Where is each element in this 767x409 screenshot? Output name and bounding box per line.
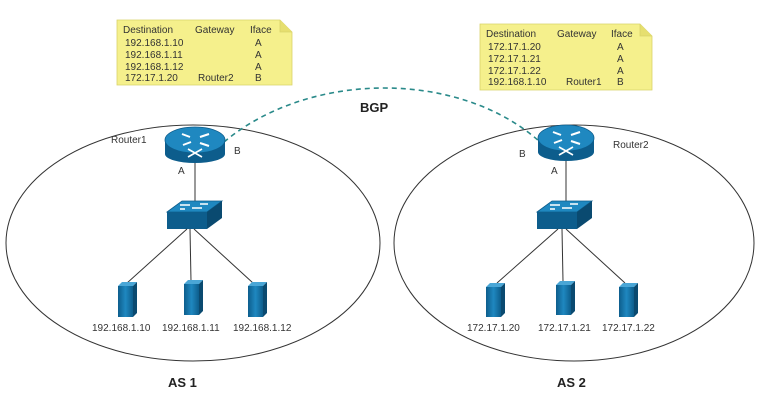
bgp-link	[223, 87, 541, 143]
as1-rt-header-iface: Iface	[250, 25, 272, 36]
router2-iface-a: A	[551, 166, 558, 177]
as2-rt-header-gateway: Gateway	[557, 29, 596, 40]
as1-rt-row3-destination: 192.168.1.12	[125, 62, 184, 73]
as2-rt-row2-iface: A	[617, 54, 624, 65]
as2-label: AS 2	[557, 375, 586, 390]
as2-host2-ip: 172.17.1.21	[538, 323, 591, 334]
as1-routing-table: Destination Gateway Iface 192.168.1.10 A…	[116, 19, 293, 86]
host-server-icon	[248, 282, 267, 317]
as1-rt-row1-destination: 192.168.1.10	[125, 38, 184, 49]
as2-host1-ip: 172.17.1.20	[467, 323, 520, 334]
router2-name: Router2	[613, 140, 649, 151]
as1-rt-row3-iface: A	[255, 62, 262, 73]
as2-boundary	[393, 124, 755, 362]
host-server-icon	[486, 283, 505, 317]
host-server-icon	[184, 280, 203, 315]
router1-iface-b: B	[234, 146, 241, 157]
switch2-icon	[535, 200, 594, 229]
as1-rt-row4-iface: B	[255, 73, 262, 84]
as1-label: AS 1	[168, 375, 197, 390]
as1-rt-row2-iface: A	[255, 50, 262, 61]
as2-rt-header-destination: Destination	[486, 29, 536, 40]
bgp-label: BGP	[360, 100, 389, 115]
as1-boundary	[5, 124, 381, 362]
host-server-icon	[619, 283, 638, 317]
as1-rt-header-destination: Destination	[123, 25, 173, 36]
as2-rt-row2-destination: 172.17.1.21	[488, 54, 541, 65]
switch1-icon	[165, 200, 224, 229]
as2-routing-table: Destination Gateway Iface 172.17.1.20 A …	[479, 23, 653, 91]
as1-host2-ip: 192.168.1.11	[162, 323, 220, 334]
as1-host3-ip: 192.168.1.12	[233, 323, 292, 334]
as1-rt-row4-destination: 172.17.1.20	[125, 73, 178, 84]
as2-rt-row1-iface: A	[617, 42, 624, 53]
as1-rt-header-gateway: Gateway	[195, 25, 234, 36]
router1-icon	[164, 126, 226, 163]
host-server-icon	[118, 282, 137, 317]
as1-rt-row2-destination: 192.168.1.11	[125, 50, 183, 61]
as2-rt-row4-destination: 192.168.1.10	[488, 77, 547, 88]
as2-rt-header-iface: Iface	[611, 29, 633, 40]
router1-iface-a: A	[178, 166, 185, 177]
as2-rt-row1-destination: 172.17.1.20	[488, 42, 541, 53]
router1-name: Router1	[111, 135, 147, 146]
as2-host3-ip: 172.17.1.22	[602, 323, 655, 334]
as1-rt-row1-iface: A	[255, 38, 262, 49]
as2-rt-row3-destination: 172.17.1.22	[488, 66, 541, 77]
as2-rt-row4-iface: B	[617, 77, 624, 88]
router2-iface-b: B	[519, 149, 526, 160]
as1-rt-row4-gateway: Router2	[198, 73, 234, 84]
as2-rt-row4-gateway: Router1	[566, 77, 602, 88]
as2-rt-row3-iface: A	[617, 66, 624, 77]
router2-icon	[537, 124, 595, 161]
host-server-icon	[556, 281, 575, 315]
as1-host1-ip: 192.168.1.10	[92, 323, 151, 334]
